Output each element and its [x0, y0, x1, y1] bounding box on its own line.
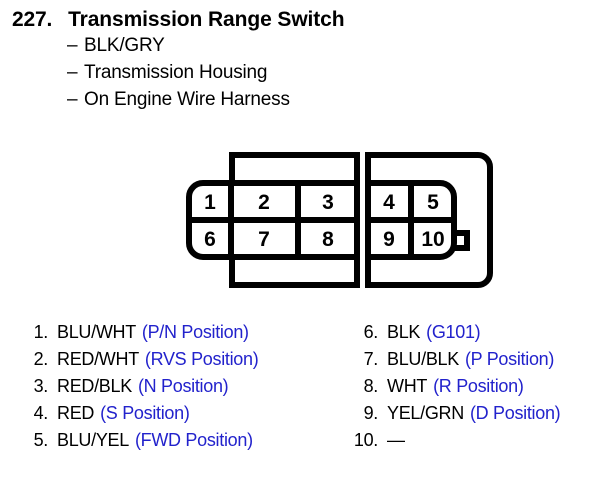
- detail-text: On Engine Wire Harness: [84, 89, 290, 110]
- pin-label-6: 6: [204, 228, 216, 251]
- legend-item-6: 6. BLK (G101): [348, 322, 560, 349]
- legend-number: 2.: [33, 349, 49, 369]
- legend-number: 10.: [353, 430, 378, 450]
- connector-pinout-diagram: 1 2 3 4 5 6 7 8 9 10: [175, 145, 505, 295]
- legend-number: 1.: [33, 322, 49, 342]
- left-shell-bottom: [229, 257, 360, 288]
- legend-wire-color: RED/BLK: [57, 376, 132, 396]
- left-shell-top: [229, 152, 360, 183]
- legend-wire-color: YEL/GRN: [387, 403, 464, 423]
- legend-position: (RVS Position): [144, 349, 259, 369]
- legend-wire-color: BLU/BLK: [387, 349, 459, 369]
- legend-wire-color: BLK: [387, 322, 421, 342]
- pin-label-8: 8: [322, 228, 334, 251]
- dash-bullet-icon: –: [67, 89, 78, 110]
- latch-tab-icon: [454, 230, 470, 251]
- legend-position: (D Position): [469, 403, 561, 423]
- detail-text: BLK/GRY: [84, 35, 165, 56]
- legend-position: (P/N Position): [141, 322, 249, 342]
- legend-position: (P Position): [464, 349, 555, 369]
- legend-position: (R Position): [433, 376, 524, 396]
- detail-text: Transmission Housing: [84, 62, 268, 83]
- title-item-number: 227.: [12, 8, 53, 31]
- legend-number: 6.: [363, 322, 379, 342]
- pin-label-4: 4: [383, 191, 395, 214]
- legend-item-5: 5. BLU/YEL (FWD Position): [18, 430, 258, 457]
- legend-position: (G101): [426, 322, 481, 342]
- pin-label-9: 9: [383, 228, 395, 251]
- legend-wire-color: BLU/WHT: [57, 322, 136, 342]
- legend-position: (N Position): [137, 376, 229, 396]
- detail-line-harness: – On Engine Wire Harness: [0, 86, 606, 113]
- dash-bullet-icon: –: [67, 35, 78, 56]
- pin-label-3: 3: [322, 191, 334, 214]
- legend-number: 5.: [33, 430, 49, 450]
- legend-position: (S Position): [100, 403, 190, 423]
- legend-item-4: 4. RED (S Position): [18, 403, 258, 430]
- legend-number: 4.: [33, 403, 49, 423]
- legend-number: 9.: [363, 403, 379, 423]
- legend-wire-color: RED/WHT: [57, 349, 139, 369]
- heading-block: 227. Transmission Range Switch – BLK/GRY…: [0, 0, 606, 113]
- connector-svg: 1 2 3 4 5 6 7 8 9 10: [186, 152, 493, 288]
- dash-bullet-icon: –: [67, 62, 78, 83]
- legend-number: 3.: [33, 376, 49, 396]
- right-shell-outline: [365, 152, 493, 288]
- legend-item-8: 8. WHT (R Position): [348, 376, 560, 403]
- pin-legend-column-left: 1. BLU/WHT (P/N Position) 2. RED/WHT (RV…: [18, 322, 259, 457]
- legend-wire-color: RED: [57, 403, 95, 423]
- legend-number: 8.: [363, 376, 379, 396]
- pin-label-10: 10: [421, 228, 444, 251]
- title-label: Transmission Range Switch: [68, 8, 345, 31]
- right-pin-block-outline: [365, 180, 457, 260]
- left-pin-block-outline: [186, 180, 360, 260]
- legend-wire-color: WHT: [387, 376, 428, 396]
- pin-legend-column-right: 6. BLK (G101) 7. BLU/BLK (P Position) 8.…: [348, 322, 561, 457]
- detail-line-wire-color: – BLK/GRY: [0, 32, 606, 59]
- pin-label-5: 5: [427, 191, 439, 214]
- pin-label-2: 2: [258, 191, 270, 214]
- page-title: 227. Transmission Range Switch: [0, 0, 606, 32]
- pin-label-7: 7: [258, 228, 270, 251]
- pin-legend: 1. BLU/WHT (P/N Position) 2. RED/WHT (RV…: [0, 322, 606, 478]
- legend-position: (FWD Position): [134, 430, 253, 450]
- legend-wire-color: —: [387, 430, 405, 450]
- legend-item-9: 9. YEL/GRN (D Position): [348, 403, 561, 430]
- legend-item-10: 10. —: [348, 430, 560, 457]
- legend-item-1: 1. BLU/WHT (P/N Position): [18, 322, 258, 349]
- legend-item-2: 2. RED/WHT (RVS Position): [18, 349, 259, 376]
- detail-line-location: – Transmission Housing: [0, 59, 606, 86]
- legend-wire-color: BLU/YEL: [57, 430, 129, 450]
- legend-number: 7.: [363, 349, 379, 369]
- legend-item-3: 3. RED/BLK (N Position): [18, 376, 258, 403]
- pin-label-1: 1: [204, 191, 216, 214]
- legend-item-7: 7. BLU/BLK (P Position): [348, 349, 560, 376]
